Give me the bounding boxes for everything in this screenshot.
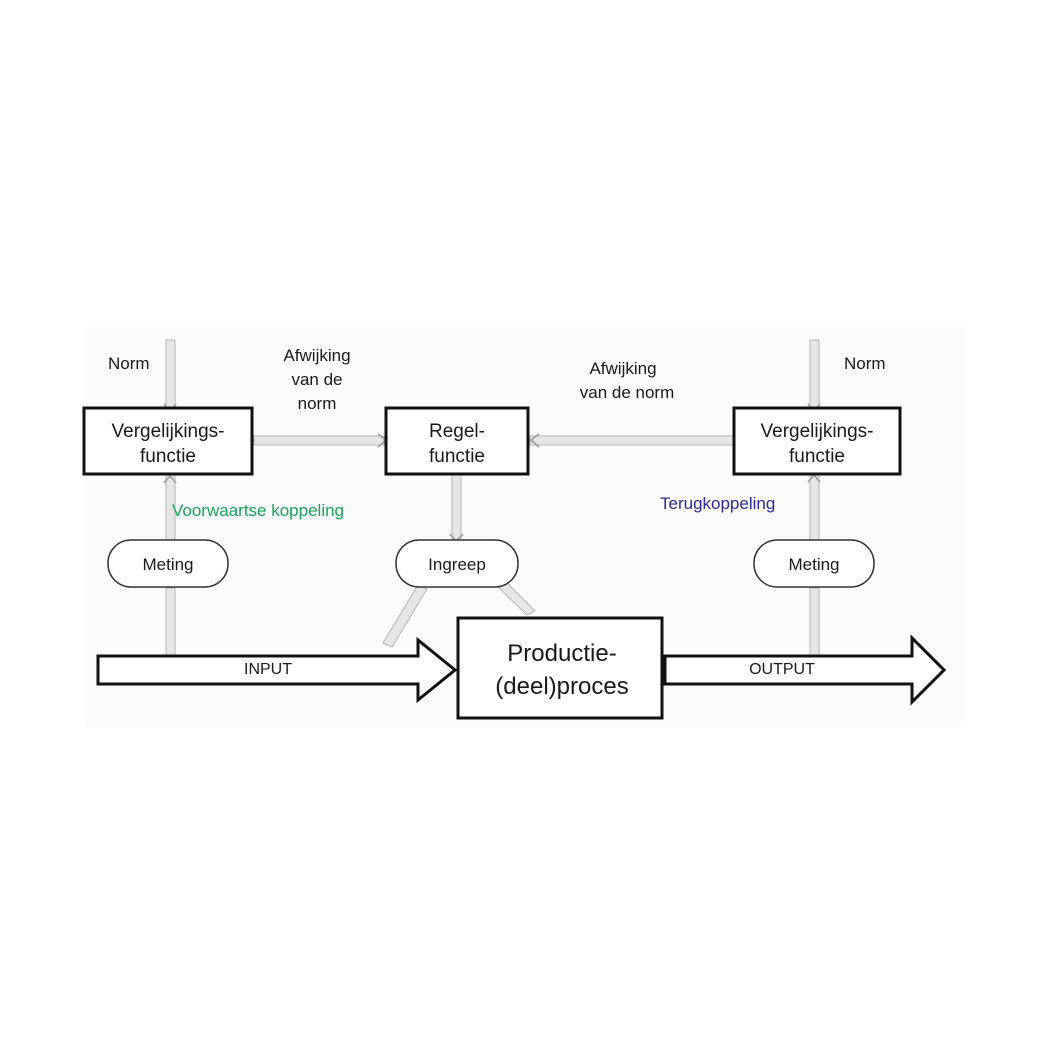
- right-compare-function-line2: functie: [789, 446, 845, 467]
- right-compare-function-box: [732, 406, 902, 476]
- production-process-line2: (deel)proces: [495, 673, 628, 700]
- regel-function-box: [384, 406, 530, 476]
- right-meting-pill: [753, 539, 875, 588]
- production-process-box: [456, 616, 664, 720]
- left-norm-connector: [165, 339, 176, 409]
- right-norm-label: Norm: [844, 354, 886, 373]
- ingreep-pill: [395, 539, 519, 588]
- regel-function-line1: Regel-: [429, 421, 485, 442]
- right-deviation-label-line2: van de norm: [580, 383, 675, 402]
- feedback-label: Terugkoppeling: [660, 494, 775, 513]
- left-measure-arrowhead: [163, 474, 177, 484]
- feedforward-deviation-connector: [253, 435, 385, 446]
- right-measure-connector-lower: [809, 587, 820, 659]
- output-label: OUTPUT: [749, 661, 815, 678]
- left-deviation-label-line1: Afwijking: [283, 346, 350, 365]
- production-process-line1: Productie-: [507, 640, 616, 667]
- feedback-deviation-connector: [529, 435, 735, 446]
- left-meting-pill: [107, 539, 229, 588]
- ingreep-label: Ingreep: [428, 555, 486, 574]
- left-deviation-label-line3: norm: [298, 394, 337, 413]
- feedforward-label: Voorwaartse koppeling: [172, 501, 344, 520]
- left-compare-function-line2: functie: [140, 446, 196, 467]
- feedback-arrowhead: [529, 433, 540, 448]
- left-meting-label: Meting: [142, 555, 193, 574]
- right-compare-function-line1: Vergelijkings-: [761, 421, 874, 442]
- regel-to-ingreep-connector: [451, 474, 462, 542]
- left-norm-label: Norm: [108, 354, 150, 373]
- right-meting-label: Meting: [788, 555, 839, 574]
- left-compare-function-line1: Vergelijkings-: [112, 421, 225, 442]
- right-deviation-label-line1: Afwijking: [589, 359, 656, 378]
- output-flow-arrow: [663, 634, 947, 706]
- right-norm-connector: [809, 339, 820, 409]
- left-compare-function-box: [82, 406, 254, 476]
- input-flow-arrow: [96, 636, 458, 704]
- left-measure-connector-lower: [165, 587, 176, 659]
- left-deviation-label-line2: van de: [291, 370, 342, 389]
- input-label: INPUT: [244, 661, 292, 678]
- regel-function-line2: functie: [429, 446, 485, 467]
- right-measure-connector-upper: [809, 473, 820, 541]
